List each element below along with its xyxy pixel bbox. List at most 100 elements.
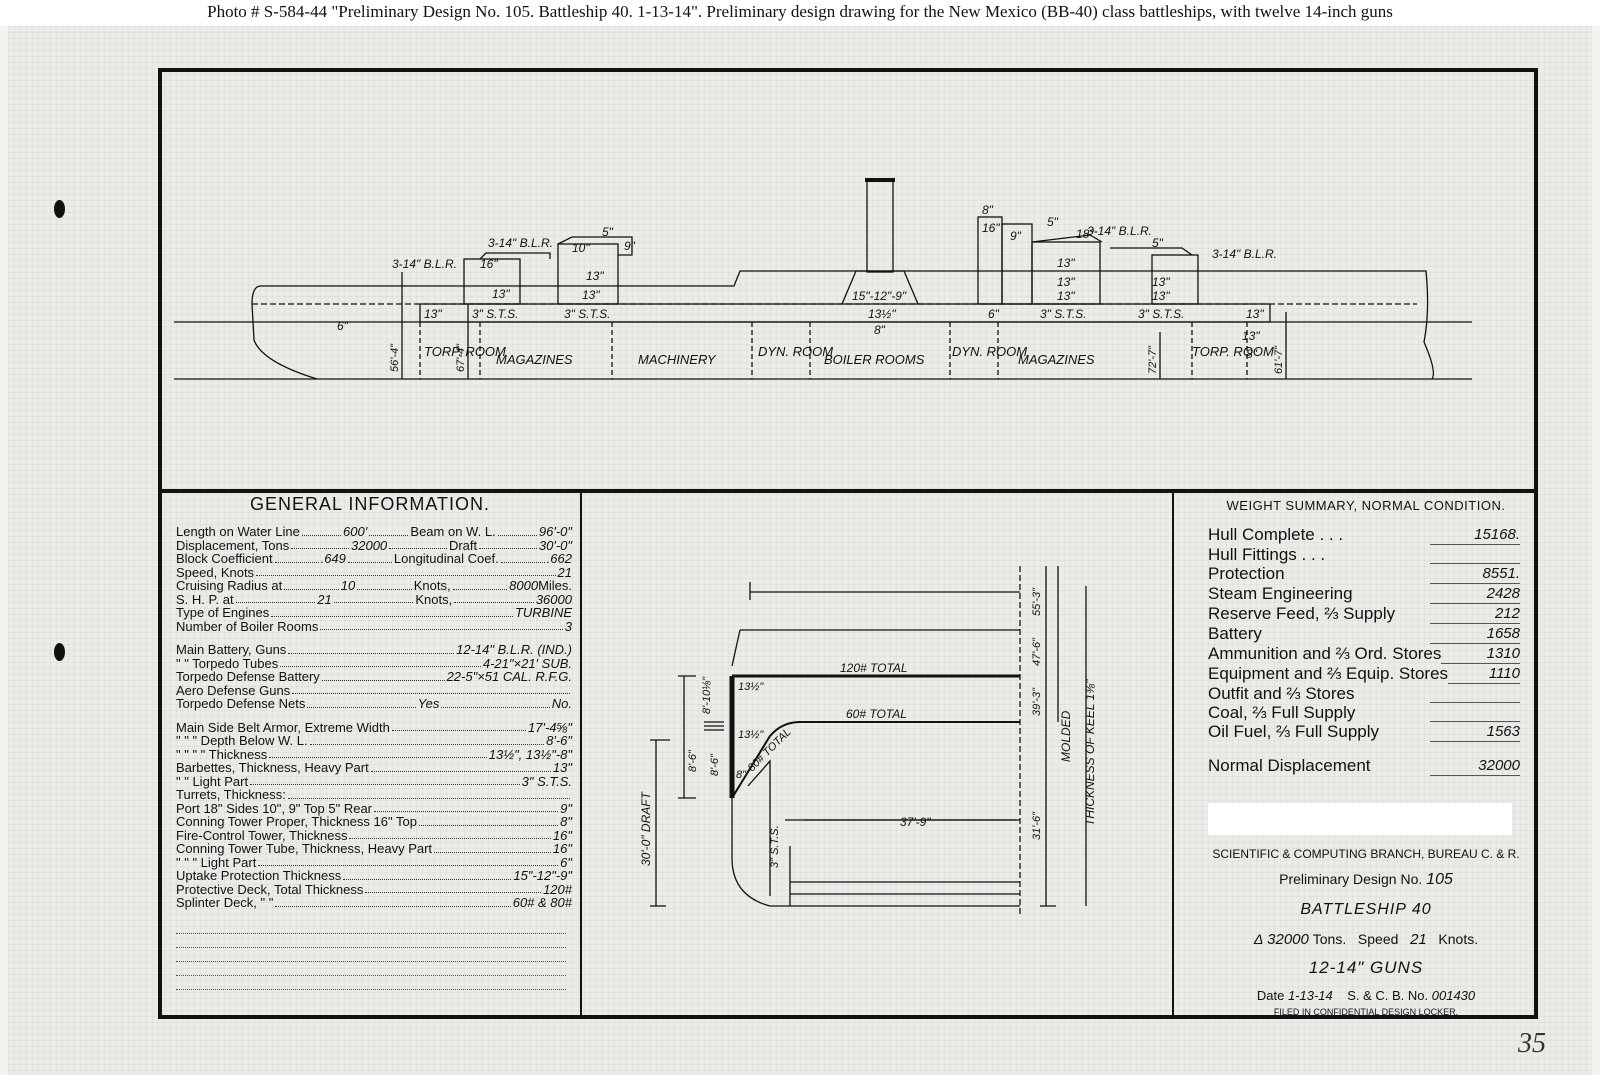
- normal-displacement-row: Normal Displacement 32000: [1208, 756, 1520, 776]
- armor-label: 3" S.T.S.: [472, 307, 519, 321]
- info-value: 96'-0": [538, 524, 572, 539]
- weight-value: 1658: [1430, 624, 1520, 644]
- weight-label: Ammunition and ⅔ Ord. Stores: [1208, 644, 1442, 663]
- design-label: Preliminary Design No.: [1279, 871, 1423, 887]
- knots-label: Knots.: [1438, 931, 1479, 947]
- deck-60-label: 60# TOTAL: [846, 707, 907, 721]
- dim-label: 72'-7": [1147, 345, 1159, 374]
- info-value: 21: [317, 591, 332, 607]
- leader-dots: [307, 697, 416, 708]
- info-label: Knots,: [413, 578, 451, 593]
- armor-label: 13": [1152, 289, 1170, 303]
- blank-entry-line: [176, 976, 566, 990]
- weight-value: [1430, 684, 1520, 703]
- gun-label-aft2: 3-14" B.L.R.: [1212, 247, 1277, 261]
- weight-value: 212: [1430, 604, 1520, 624]
- photo-caption: Photo # S-584-44 "Preliminary Design No.…: [0, 0, 1600, 26]
- frame-divider-horizontal: [162, 489, 1534, 493]
- info-value: 22-5"×51 CAL. R.F.G.: [446, 669, 572, 684]
- compartment-label: BOILER ROOMS: [824, 352, 925, 367]
- leader-dots: [497, 525, 537, 536]
- info-value: 4-21"×21' SUB.: [482, 655, 572, 671]
- info-value: 3: [564, 618, 572, 634]
- punch-hole: [54, 200, 65, 218]
- info-row: " " " Depth Below W. L.8'-6": [176, 734, 572, 748]
- weight-value: 8551.: [1430, 564, 1520, 584]
- redacted-area: [1208, 803, 1512, 835]
- armor-label: 5": [1047, 215, 1059, 229]
- info-label: Conning Tower Tube, Thickness, Heavy Par…: [176, 841, 433, 856]
- info-value: 16": [552, 827, 572, 843]
- armor-label: 18": [1076, 227, 1094, 241]
- info-value: 12-14" B.L.R. (IND.): [456, 642, 572, 657]
- armor-label: 3" S.T.S.: [1138, 307, 1185, 321]
- dim-label: 61'-7": [1273, 345, 1285, 374]
- info-label: Number of Boiler Rooms: [176, 618, 319, 634]
- frame-divider-left: [580, 493, 582, 1015]
- info-label: Type of Engines: [176, 605, 270, 620]
- info-label: Cruising Radius at: [176, 578, 283, 593]
- leader-dots: [284, 579, 339, 590]
- armor-label: 8": [1246, 347, 1258, 361]
- info-label: " " " Depth Below W. L.: [176, 733, 308, 748]
- armor-label: 13": [1242, 329, 1260, 343]
- info-value: 32000: [351, 537, 388, 553]
- armor-label: 13½": [868, 307, 896, 321]
- info-label: Torpedo Defense Battery: [176, 669, 320, 684]
- leader-dots: [287, 788, 570, 799]
- armor-label: 13": [1057, 275, 1075, 289]
- leader-dots: [292, 684, 570, 694]
- blank-entry-line: [176, 934, 566, 948]
- info-label: Longitudinal Coef.: [393, 551, 499, 566]
- armor-label: 8": [874, 323, 886, 337]
- armor-label: 5": [1152, 236, 1164, 250]
- info-label: Torpedo Defense Nets: [176, 696, 306, 711]
- date-value: 1-13-14: [1287, 988, 1333, 1003]
- leader-dots: [347, 552, 392, 563]
- height-dim-label: 55'-3": [1031, 587, 1043, 616]
- uptake-label: 15"-12"-9": [852, 289, 907, 303]
- armor-label: 6": [988, 307, 1000, 321]
- compartment-label: MACHINERY: [638, 352, 717, 367]
- displacement-value: 32000: [1267, 931, 1309, 948]
- info-value: 16": [552, 841, 572, 856]
- armor-label: 3" S.T.S.: [1040, 307, 1087, 321]
- leader-dots: [269, 748, 487, 758]
- weight-row: Reserve Feed, ⅔ Supply 212: [1208, 604, 1520, 624]
- sheet-number: 35: [1518, 1028, 1546, 1059]
- tons-label: Tons.: [1312, 931, 1347, 947]
- info-value: 13½", 13½"-8": [488, 746, 572, 762]
- armor-label: 13": [492, 287, 510, 301]
- weight-label: Equipment and ⅔ Equip. Stores: [1208, 664, 1449, 683]
- belt-thickness-label: 13½": [738, 681, 764, 693]
- info-label: Speed, Knots: [176, 564, 255, 580]
- weight-label: Reserve Feed, ⅔ Supply: [1208, 604, 1396, 623]
- gun-label-fwd: 3-14" B.L.R.: [392, 257, 457, 271]
- midship-section-drawing: 120# TOTAL 60# TOTAL 80# TOTAL 13½" 13½"…: [639, 566, 1097, 916]
- leader-dots: [291, 539, 349, 549]
- info-value: No.: [551, 696, 572, 711]
- weight-label: Steam Engineering: [1208, 584, 1353, 603]
- design-number-line: Preliminary Design No. 105: [1194, 871, 1538, 889]
- leader-dots: [333, 593, 414, 603]
- armor-label: 10": [572, 241, 590, 255]
- compartment-label: TORP. ROOM: [1192, 344, 1274, 359]
- leader-dots: [434, 842, 551, 853]
- deck-120-label: 120# TOTAL: [840, 661, 908, 675]
- info-row: Conning Tower Tube, Thickness, Heavy Par…: [176, 842, 572, 856]
